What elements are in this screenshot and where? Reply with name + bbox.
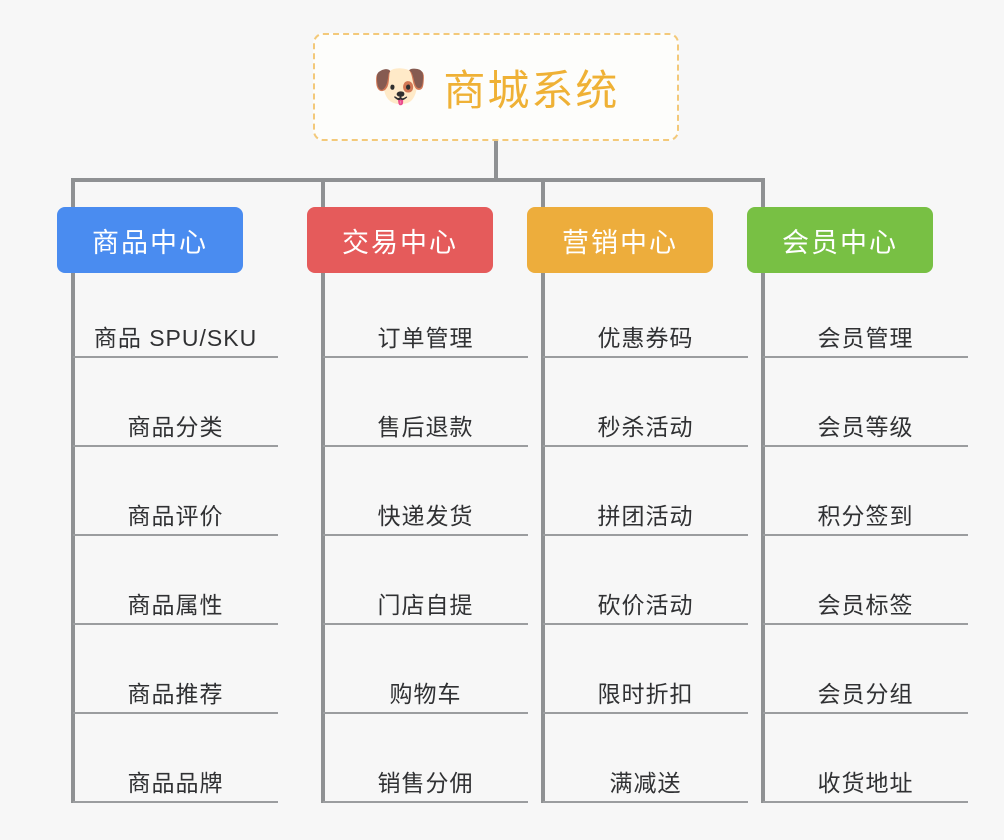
category-header-label: 商品中心: [92, 227, 208, 258]
category-header-1[interactable]: 商品中心: [57, 207, 243, 273]
leaf-item[interactable]: 门店自提: [323, 567, 528, 625]
connector-drop-4: [761, 178, 765, 207]
leaf-item[interactable]: 商品 SPU/SKU: [73, 300, 278, 358]
leaf-item[interactable]: 限时折扣: [543, 656, 748, 714]
leaf-item-label: 商品评价: [127, 503, 224, 529]
leaf-item-label: 砍价活动: [597, 592, 694, 618]
connector-drop-1: [71, 178, 75, 207]
category-header-label: 交易中心: [342, 227, 458, 258]
connector-root-stub: [494, 141, 498, 182]
connector-horizontal-bus: [71, 178, 765, 182]
leaf-item[interactable]: 商品评价: [73, 478, 278, 536]
leaf-item-label: 购物车: [389, 681, 462, 707]
leaf-item[interactable]: 满减送: [543, 745, 748, 803]
root-node[interactable]: 🐶 商城系统: [313, 33, 679, 141]
dog-face-icon: 🐶: [372, 62, 428, 111]
leaf-item-label: 商品推荐: [127, 681, 224, 707]
column-spine-4: [761, 273, 765, 803]
leaf-item-label: 拼团活动: [597, 503, 694, 529]
leaf-item[interactable]: 订单管理: [323, 300, 528, 358]
leaf-item[interactable]: 砍价活动: [543, 567, 748, 625]
category-header-2[interactable]: 交易中心: [307, 207, 493, 273]
category-header-label: 营销中心: [562, 227, 678, 258]
leaf-item[interactable]: 售后退款: [323, 389, 528, 447]
leaf-item-label: 会员分组: [817, 681, 914, 707]
leaf-item[interactable]: 会员标签: [763, 567, 968, 625]
leaf-item-label: 会员标签: [817, 592, 914, 618]
leaf-item[interactable]: 购物车: [323, 656, 528, 714]
leaf-item-label: 收货地址: [817, 770, 914, 796]
leaf-item-label: 订单管理: [377, 325, 474, 351]
leaf-item[interactable]: 会员分组: [763, 656, 968, 714]
root-title: 商城系统: [443, 66, 620, 114]
leaf-item-label: 会员管理: [817, 325, 914, 351]
category-header-4[interactable]: 会员中心: [747, 207, 933, 273]
leaf-item[interactable]: 会员等级: [763, 389, 968, 447]
leaf-item-label: 售后退款: [377, 414, 474, 440]
leaf-item-label: 满减送: [609, 770, 682, 796]
leaf-item[interactable]: 拼团活动: [543, 478, 748, 536]
column-spine-1: [71, 273, 75, 803]
column-spine-3: [541, 273, 545, 803]
leaf-item[interactable]: 商品属性: [73, 567, 278, 625]
leaf-item[interactable]: 商品分类: [73, 389, 278, 447]
leaf-item[interactable]: 快递发货: [323, 478, 528, 536]
leaf-item-label: 快递发货: [377, 503, 474, 529]
leaf-item-label: 门店自提: [377, 592, 474, 618]
connector-drop-2: [321, 178, 325, 207]
leaf-item[interactable]: 商品推荐: [73, 656, 278, 714]
category-header-3[interactable]: 营销中心: [527, 207, 713, 273]
leaf-item-label: 秒杀活动: [597, 414, 694, 440]
leaf-item-label: 商品 SPU/SKU: [93, 325, 258, 351]
leaf-item[interactable]: 秒杀活动: [543, 389, 748, 447]
leaf-item-label: 销售分佣: [377, 770, 474, 796]
category-header-label: 会员中心: [782, 227, 898, 258]
leaf-item[interactable]: 销售分佣: [323, 745, 528, 803]
leaf-item-label: 商品品牌: [127, 770, 224, 796]
leaf-item-label: 商品分类: [127, 414, 224, 440]
leaf-item-label: 积分签到: [817, 503, 914, 529]
leaf-item[interactable]: 积分签到: [763, 478, 968, 536]
column-spine-2: [321, 273, 325, 803]
connector-drop-3: [541, 178, 545, 207]
leaf-item-label: 优惠券码: [597, 325, 694, 351]
leaf-item-label: 商品属性: [127, 592, 224, 618]
leaf-item-label: 会员等级: [817, 414, 914, 440]
leaf-item[interactable]: 会员管理: [763, 300, 968, 358]
leaf-item[interactable]: 收货地址: [763, 745, 968, 803]
leaf-item-label: 限时折扣: [597, 681, 694, 707]
leaf-item[interactable]: 优惠券码: [543, 300, 748, 358]
leaf-item[interactable]: 商品品牌: [73, 745, 278, 803]
